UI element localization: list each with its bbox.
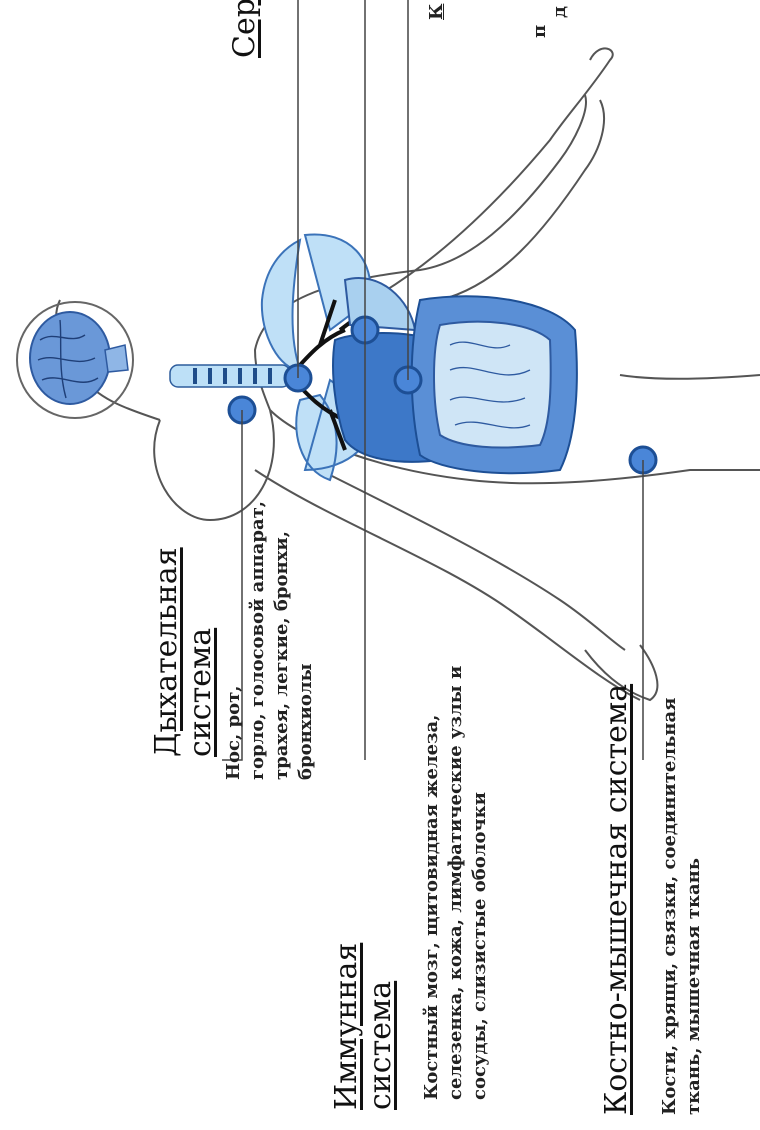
musculoskeletal-desc-line1: Кости, хрящи, связки, соединительная: [658, 698, 682, 1115]
respiratory-desc-line2: горло, голосовой аппарат,: [246, 501, 270, 780]
respiratory-title-line1: Дыхательная: [150, 547, 184, 757]
musculoskeletal-title: Костно-мышечная система: [600, 684, 634, 1115]
immune-title-line1: Иммунная: [330, 943, 364, 1110]
immune-desc-line3: сосуды, слизистые оболочки: [468, 666, 492, 1100]
respiratory-title: Дыхательная система: [150, 547, 218, 757]
partial-description-2: д: [548, 6, 572, 18]
respiratory-description: Нос, рот, горло, голосовой аппарат, трах…: [222, 501, 318, 780]
respiratory-desc-line1: Нос, рот,: [222, 501, 246, 780]
musculoskeletal-title-line1: Костно-мышечная система: [600, 684, 634, 1115]
immune-title: Иммунная система: [330, 943, 398, 1110]
immune-description: Костный мозг, щитовидная железа, селезен…: [420, 666, 492, 1100]
digestive-title-letter: К: [425, 4, 449, 20]
partial-desc-line2: д: [548, 6, 572, 18]
immune-desc-line1: Костный мозг, щитовидная железа,: [420, 666, 444, 1100]
respiratory-desc-line3: трахея, легкие, бронхи,: [270, 501, 294, 780]
partial-description: п: [528, 25, 552, 38]
respiratory-desc-line4: бронхиолы: [294, 501, 318, 780]
cardiovascular-title-line1: Сер: [228, 0, 262, 58]
respiratory-title-line2: система: [184, 547, 218, 757]
cardiovascular-title-partial: Сер: [228, 0, 262, 58]
musculoskeletal-description: Кости, хрящи, связки, соединительная тка…: [658, 698, 706, 1115]
digestive-title-partial: К: [425, 4, 449, 20]
immune-title-line2: система: [364, 943, 398, 1110]
immune-desc-line2: селезенка, кожа, лимфатические узлы и: [444, 666, 468, 1100]
musculoskeletal-desc-line2: ткань, мышечная ткань: [682, 698, 706, 1115]
partial-desc-line1: п: [528, 25, 552, 38]
